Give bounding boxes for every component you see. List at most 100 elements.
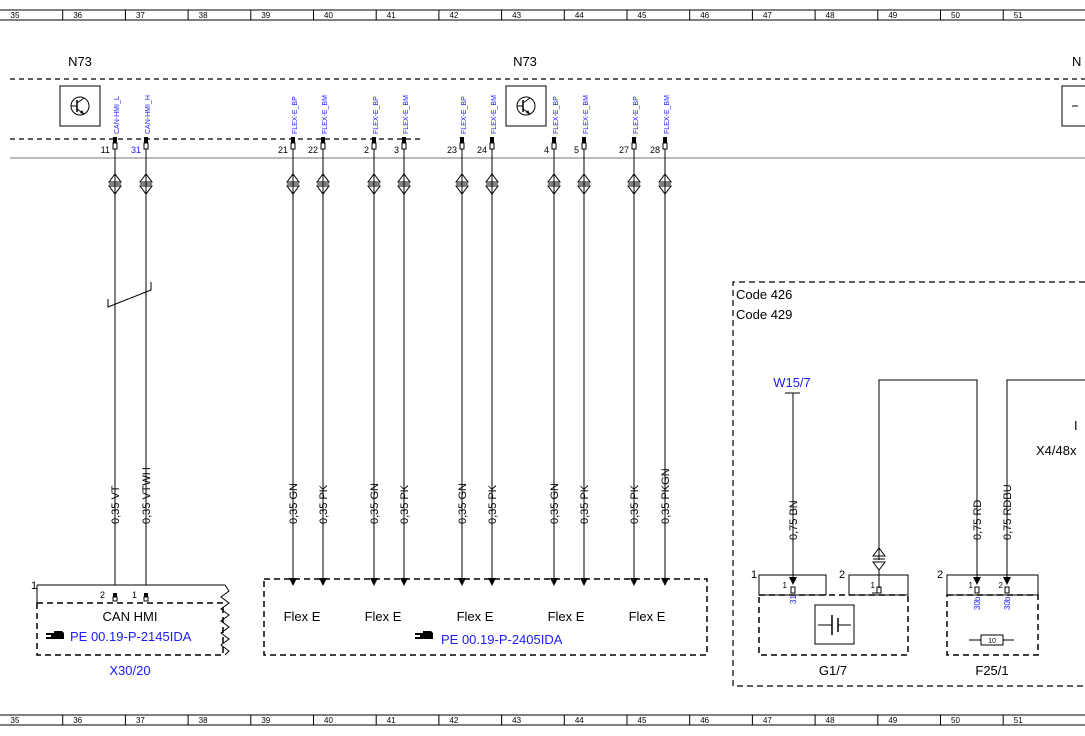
pin-signal-label: FLEX-E_BM [491,95,498,134]
ruler-column-41: 41 [387,716,396,725]
ruler-column-40: 40 [324,11,333,20]
module-label-n73-right: N [1072,54,1081,69]
connector-label-x4-48: X4/48x [1036,443,1077,458]
ruler-column-43: 43 [512,716,521,725]
wire-arrow-icon [630,578,638,586]
ruler-column-37: 37 [136,11,145,20]
can-box-pin-b: 1 [132,590,137,600]
ruler-column-38: 38 [199,11,208,20]
pin-contact [460,137,464,144]
fuse-value: 10 [988,638,996,645]
can-box-pin-a: 2 [100,590,105,600]
connector-arrow-icon [108,173,122,183]
pin-number: 22 [308,145,318,155]
f-pin1: 1 [969,581,974,590]
connector-arrow-icon [367,173,381,183]
cut-off-label: I [1074,418,1078,433]
pin-signal-label: FLEX-E_BP [553,96,560,134]
g-pin-sub: 31 [789,595,798,604]
transistor-icon-partial [1061,85,1085,127]
battery-icon [814,604,855,645]
pin-contact [663,137,667,144]
pin-number: 21 [278,145,288,155]
ruler-column-48: 48 [826,716,835,725]
ground-label-w15-7: W15/7 [773,375,811,390]
pin-signal-label: FLEX-E_BP [292,96,299,134]
ruler-column-49: 49 [888,11,897,20]
can-box-corner-num: 1 [31,580,37,592]
connector-arrow-icon [547,173,561,183]
pin-number: 23 [447,145,457,155]
connector-arrow-icon [485,173,499,183]
f-sub2: 30b [1003,596,1012,610]
ruler-column-38: 38 [199,716,208,725]
ruler-column-36: 36 [73,11,82,20]
ruler-column-42: 42 [449,11,458,20]
pin-number: 2 [364,145,369,155]
pin-21: FLEX-E_BP 21 0,35 GN [278,96,300,586]
ruler-column-48: 48 [826,11,835,20]
ruler-column-39: 39 [261,11,270,20]
ruler-column-37: 37 [136,716,145,725]
can-connector-x30-20: 1 2 1 CAN HMI PE 00.19-P-2145IDA X30/20 [31,580,230,678]
flex-label-2: Flex E [365,609,402,624]
can-box-title: CAN HMI [103,609,158,624]
pin-number: 11 [101,145,110,155]
pin-number: 31 [131,145,141,155]
flex-box-ref-link[interactable]: PE 00.19-P-2405IDA [441,632,563,647]
wire-color-label: 0,35 GN [288,483,300,524]
ruler-column-36: 36 [73,716,82,725]
ruler-column-42: 42 [449,716,458,725]
ruler-column-45: 45 [638,11,647,20]
code-label-426: Code 426 [736,287,792,302]
twisted-pair-marker [107,282,152,308]
pin-signal-label: FLEX-E_BM [322,95,329,134]
connector-arrow-icon [627,173,641,183]
code-option-box: Code 426 Code 429 W15/7 X4/48x I 0,75 BN… [732,281,1085,687]
wire-color-label: 0,35 PK [487,484,499,524]
g-pin-num: 1 [783,581,788,590]
pin-number: 4 [544,145,549,155]
wire-arrow-icon [458,578,466,586]
pointing-hand-icon [46,631,64,639]
f-component-name: F25/1 [975,663,1008,678]
connector-arrow-icon [397,173,411,183]
ruler-column-44: 44 [575,716,584,725]
can-box-ref-link[interactable]: PE 00.19-P-2145IDA [70,629,192,644]
pin-signal-label: FLEX-E_BM [664,95,671,134]
pin-contact [490,137,494,144]
connector-arrow-icon [455,173,469,183]
pin-number: 5 [574,145,579,155]
wire-color-label: 0,35 PK [399,484,411,524]
connector-arrow-icon [577,173,591,183]
wire-arrow-icon [400,578,408,586]
wire-label-rdbu: 0,75 RDBU [1002,484,1014,540]
pin-contact [632,137,636,144]
wire-arrow-icon [370,578,378,586]
ruler-column-47: 47 [763,716,772,725]
code-label-429: Code 429 [736,307,792,322]
wire-arrow-icon [289,578,297,586]
transistor-icon [505,85,547,127]
f-corner: 2 [937,569,943,581]
module-label-n73-mid: N73 [513,54,537,69]
ruler-column-40: 40 [324,716,333,725]
pin-contact [113,137,117,144]
pin-number: 24 [477,145,487,155]
connector-arrow-icon [658,173,672,183]
wire-label-bn: 0,75 BN [788,500,800,540]
ruler-column-49: 49 [888,716,897,725]
wire-color-label: 0,35 GN [457,483,469,524]
ruler-column-45: 45 [638,716,647,725]
fuse-icon: 10 [969,634,1014,646]
connector-symbol-icon [872,547,886,588]
